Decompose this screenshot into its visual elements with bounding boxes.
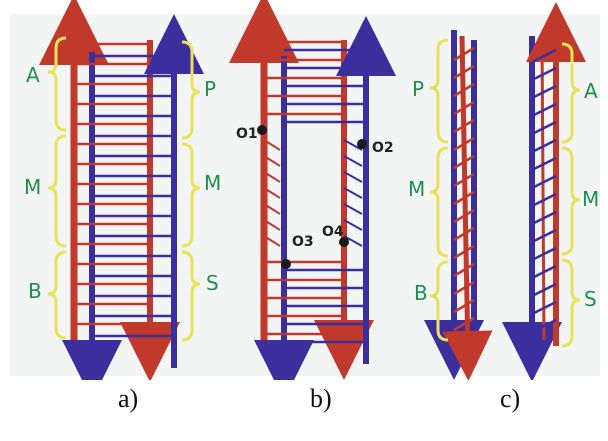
label-origin-1: O1 [236,126,258,142]
label-a-right-1: P [204,77,216,101]
panel-b-origins [257,125,367,269]
ladder-rung [531,138,557,154]
ladder-rung [453,190,475,206]
label-c-right-1: A [584,79,598,103]
ladder-rung [263,203,281,215]
replication-diagram: A M B P M S O1 O2 O3 O4 P M B [10,0,600,380]
label-a-left-1: A [26,63,40,87]
ladder-rung [263,219,281,231]
ladder-rung [531,48,557,64]
ladder-rung [453,100,475,116]
ladder-rung [531,120,557,136]
label-c-right-3: S [584,287,597,311]
ladder-rung [343,235,363,247]
ladder-rung [531,246,557,262]
ladder-rung [453,136,475,152]
label-c-left-3: B [414,281,428,305]
ladder-rung [263,171,281,183]
panel-c-right-ladder [502,2,586,380]
ladder-rung [531,84,557,100]
ladder-rung [343,155,363,167]
panel-c-left-braces [429,38,449,342]
label-origin-3: O3 [292,234,314,250]
label-a-left-3: B [28,279,42,303]
label-origin-4: O4 [322,224,344,240]
ladder-rung [453,334,475,350]
panel-a-braces [47,36,201,342]
ladder-rung [531,102,557,118]
ladder-rung [531,192,557,208]
ladder-rung [531,156,557,172]
ladder-rung [453,226,475,242]
panel-a-ladder [39,0,204,380]
label-c-left-1: P [412,77,424,101]
label-origin-2: O2 [372,140,394,156]
ladder-rung [531,318,557,334]
ladder-rung [531,282,557,298]
ladder-rung [343,187,363,199]
ladder-rung [453,262,475,278]
ladder-rung [453,172,475,188]
ladder-rung [453,280,475,296]
label-c-left-2: M [408,177,425,201]
ladder-rung [263,187,281,199]
ladder-rung [453,64,475,80]
ladder-rung [531,228,557,244]
label-c-right-2: M [582,187,599,211]
ladder-rung [531,66,557,82]
ladder-rung [453,316,475,332]
ladder-rung [343,139,363,151]
ladder-rung [453,208,475,224]
ladder-rung [453,298,475,314]
ladder-rung [343,219,363,231]
ladder-rung [453,118,475,134]
ladder-rung [531,264,557,280]
panel-c-right-braces [561,42,581,348]
ladder-rung [343,203,363,215]
ladder-rung [263,155,281,167]
caption-a: a) [118,384,139,413]
ladder-rung [531,210,557,226]
caption-b: b) [310,384,332,413]
panel-c-left-ladder [424,30,493,380]
ladder-rung [263,235,281,247]
panel-b-ladder [229,0,396,380]
ladder-rung [453,82,475,98]
caption-c: c) [500,384,521,413]
label-a-left-2: M [24,175,41,199]
ladder-rung [343,171,363,183]
ladder-rung [453,46,475,62]
ladder-rung [453,244,475,260]
ladder-rung [531,174,557,190]
ladder-rung [531,300,557,316]
label-a-right-2: M [204,171,221,195]
label-a-right-3: S [206,271,219,295]
ladder-rung [263,139,281,151]
ladder-rung [453,154,475,170]
